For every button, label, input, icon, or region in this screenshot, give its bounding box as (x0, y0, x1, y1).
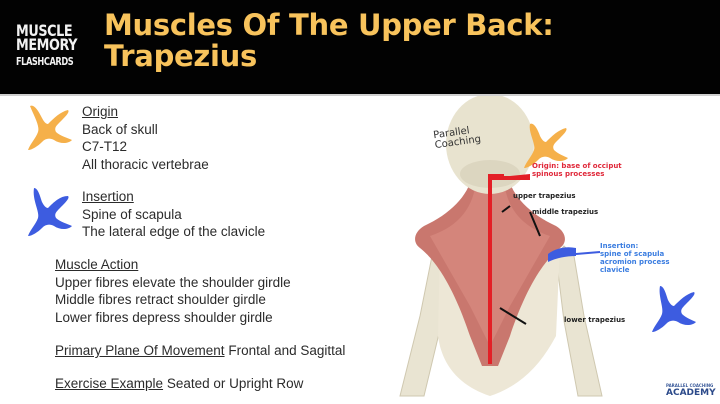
insertion-annotation-line-1: Insertion: (600, 242, 639, 250)
lower-trapezius-label: lower trapezius (564, 316, 626, 324)
orange-x-icon (28, 105, 72, 150)
skeleton-back-illustration (399, 96, 696, 397)
plane-label: Primary Plane Of Movement (55, 343, 225, 358)
header-divider (0, 94, 720, 96)
muscle-memory-logo: MUSCLE MEMORY FLASHCARDS (16, 22, 84, 74)
title-line-2: Trapezius (104, 39, 257, 73)
exercise-example: Exercise Example Seated or Upright Row (55, 375, 303, 393)
muscle-action-item: Lower fibres depress shoulder girdle (55, 309, 273, 325)
origin-item: Back of skull (82, 121, 158, 137)
plane-of-movement: Primary Plane Of Movement Frontal and Sa… (55, 342, 345, 360)
origin-item: All thoracic vertebrae (82, 156, 209, 172)
exercise-value: Seated or Upright Row (166, 376, 304, 391)
muscle-action-item: Middle fibres retract shoulder girdle (55, 292, 266, 307)
logo-line-3: FLASHCARDS (16, 55, 74, 68)
insertion-annotation-line-2: spine of scapula (600, 250, 665, 258)
insertion-section: Insertion Spine of scapula The lateral e… (82, 188, 265, 241)
insertion-item: Spine of scapula (82, 206, 182, 222)
insertion-annotation-line-4: clavicle (600, 266, 630, 274)
insertion-annotation-line-3: acromion process (600, 258, 670, 266)
logo-line-1: MUSCLE (16, 21, 73, 40)
muscle-action-heading: Muscle Action (55, 257, 139, 272)
origin-heading: Origin (82, 104, 119, 119)
plane-value: Frontal and Sagittal (228, 343, 346, 358)
academy-logo: ACADEMY (666, 388, 716, 398)
title-line-1: Muscles Of The Upper Back: (104, 8, 554, 42)
origin-section: Origin Back of skull C7-T12 All thoracic… (82, 103, 209, 173)
page-title: Muscles Of The Upper Back: Trapezius (104, 10, 554, 72)
origin-item: C7-T12 (82, 139, 128, 154)
origin-annotation-line-1: Origin: base of occiput (532, 162, 622, 170)
muscle-action-item: Upper fibres elevate the shoulder girdle (55, 274, 291, 290)
middle-trapezius-label: middle trapezius (532, 208, 599, 216)
exercise-label: Exercise Example (55, 376, 164, 391)
blue-x-icon (28, 188, 72, 236)
insertion-item: The lateral edge of the clavicle (82, 224, 266, 239)
muscle-action-section: Muscle Action Upper fibres elevate the s… (55, 256, 291, 326)
insertion-heading: Insertion (82, 189, 134, 204)
logo-line-2: MEMORY (16, 35, 78, 54)
header-banner: MUSCLE MEMORY FLASHCARDS Muscles Of The … (0, 0, 720, 94)
insertion-annotation: Insertion: spine of scapula acromion pro… (600, 242, 670, 274)
upper-trapezius-label: upper trapezius (513, 192, 576, 200)
origin-annotation: Origin: base of occiput spinous processe… (532, 162, 622, 178)
footer-brand-small: PARALLEL COACHING (666, 383, 714, 388)
origin-annotation-line-2: spinous processes (532, 170, 605, 178)
trapezius-anatomy-figure: Parallel Coaching Origin: base of occipu… (380, 96, 720, 404)
